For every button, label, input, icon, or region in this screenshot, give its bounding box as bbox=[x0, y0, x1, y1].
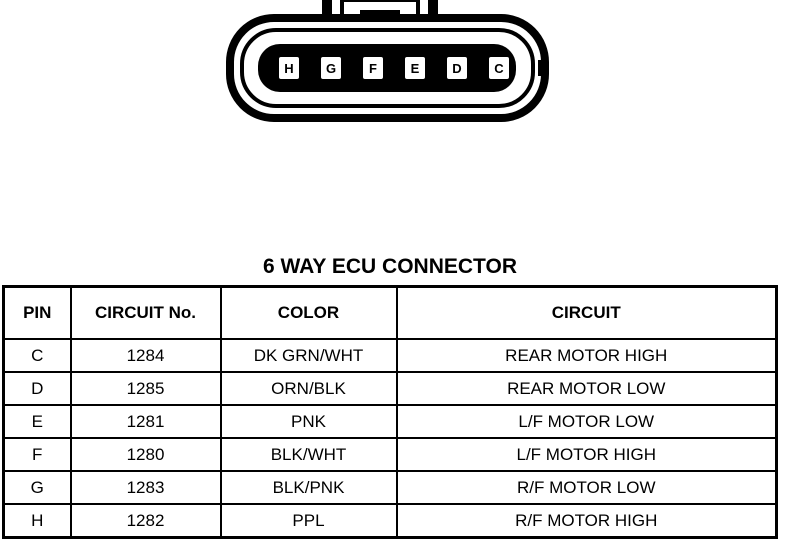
cell-color: PPL bbox=[219, 503, 398, 539]
cell-circuit-no: 1285 bbox=[69, 371, 222, 406]
cell-pin: E bbox=[2, 404, 72, 439]
pin-label: F bbox=[369, 61, 377, 76]
table-row: H 1282 PPL R/F MOTOR HIGH bbox=[2, 503, 778, 539]
pin-socket bbox=[489, 57, 509, 79]
header-circuit-no: CIRCUIT No. bbox=[69, 285, 222, 340]
cell-circuit: REAR MOTOR LOW bbox=[395, 371, 778, 406]
pin-socket bbox=[447, 57, 467, 79]
cell-pin: D bbox=[2, 371, 72, 406]
table-row: F 1280 BLK/WHT L/F MOTOR HIGH bbox=[2, 437, 778, 472]
pin-socket bbox=[279, 57, 299, 79]
cell-color: PNK bbox=[219, 404, 398, 439]
table-row: E 1281 PNK L/F MOTOR LOW bbox=[2, 404, 778, 439]
cell-circuit-no: 1281 bbox=[69, 404, 222, 439]
header-circuit: CIRCUIT bbox=[395, 285, 778, 340]
cell-color: DK GRN/WHT bbox=[219, 338, 398, 373]
pin-socket bbox=[321, 57, 341, 79]
cell-pin: H bbox=[2, 503, 72, 539]
cell-circuit-no: 1284 bbox=[69, 338, 222, 373]
pin-socket bbox=[405, 57, 425, 79]
pin-label: H bbox=[284, 61, 293, 76]
table-row: C 1284 DK GRN/WHT REAR MOTOR HIGH bbox=[2, 338, 778, 373]
connector-title: 6 WAY ECU CONNECTOR bbox=[263, 255, 517, 278]
table-row: G 1283 BLK/PNK R/F MOTOR LOW bbox=[2, 470, 778, 505]
header-color: COLOR bbox=[219, 285, 398, 340]
cell-color: BLK/WHT bbox=[219, 437, 398, 472]
cell-circuit-no: 1283 bbox=[69, 470, 222, 505]
pin-label: G bbox=[326, 61, 336, 76]
cell-circuit: L/F MOTOR LOW bbox=[395, 404, 778, 439]
cell-pin: G bbox=[2, 470, 72, 505]
cell-circuit: L/F MOTOR HIGH bbox=[395, 437, 778, 472]
cell-color: BLK/PNK bbox=[219, 470, 398, 505]
connector-pin-face bbox=[258, 44, 516, 92]
pin-label: C bbox=[494, 61, 504, 76]
cell-circuit-no: 1280 bbox=[69, 437, 222, 472]
pin-socket bbox=[363, 57, 383, 79]
connector-side-key bbox=[538, 60, 548, 76]
header-pin: PIN bbox=[2, 285, 72, 340]
cell-circuit: R/F MOTOR HIGH bbox=[395, 503, 778, 539]
cell-circuit: REAR MOTOR HIGH bbox=[395, 338, 778, 373]
cell-circuit-no: 1282 bbox=[69, 503, 222, 539]
pin-label: D bbox=[452, 61, 461, 76]
cell-color: ORN/BLK bbox=[219, 371, 398, 406]
cell-pin: F bbox=[2, 437, 72, 472]
table-row: D 1285 ORN/BLK REAR MOTOR LOW bbox=[2, 371, 778, 406]
pin-label: E bbox=[411, 61, 420, 76]
pinout-table: PIN CIRCUIT No. COLOR CIRCUIT C 1284 DK … bbox=[2, 285, 778, 539]
table-header-row: PIN CIRCUIT No. COLOR CIRCUIT bbox=[2, 285, 778, 340]
cell-circuit: R/F MOTOR LOW bbox=[395, 470, 778, 505]
cell-pin: C bbox=[2, 338, 72, 373]
